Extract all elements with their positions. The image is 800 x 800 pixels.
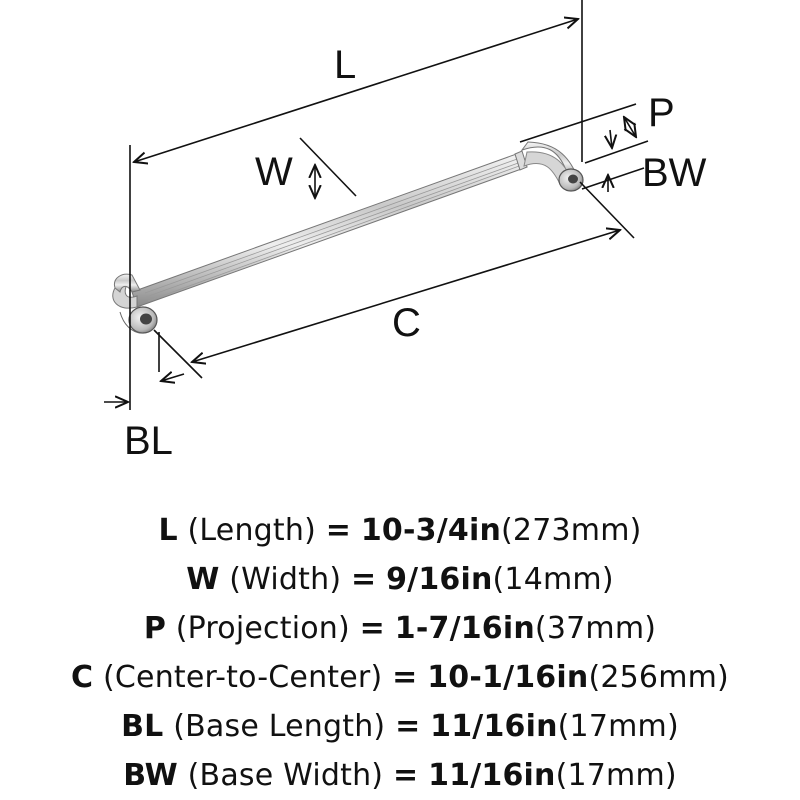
C-dimension-arrow	[192, 230, 620, 362]
spec-name: (Base Width)	[187, 758, 384, 793]
spec-code: W	[186, 562, 220, 597]
spec-row-projection: P (Projection) = 1-7/16in(37mm)	[0, 604, 800, 653]
spec-equals: =	[351, 562, 377, 597]
spec-row-center-to-center: C (Center-to-Center) = 10-1/16in(256mm)	[0, 653, 800, 702]
spec-name: (Base Length)	[173, 709, 386, 744]
spec-imperial: 11/16in	[428, 758, 556, 793]
spec-equals: =	[395, 709, 421, 744]
spec-imperial: 10-1/16in	[427, 660, 589, 695]
spec-name: (Center-to-Center)	[103, 660, 383, 695]
extension-lines	[129, 0, 649, 410]
spec-code: P	[143, 611, 167, 646]
spec-name: (Length)	[187, 513, 317, 548]
W-label: W	[255, 150, 293, 194]
spec-row-width: W (Width) = 9/16in(14mm)	[0, 555, 800, 604]
spec-code: C	[71, 660, 94, 695]
spec-metric: (273mm)	[501, 513, 642, 548]
spec-metric: (37mm)	[534, 611, 657, 646]
specification-list: L (Length) = 10-3/4in(273mm) W (Width) =…	[0, 506, 800, 800]
BL-label: BL	[124, 419, 173, 463]
BW-label: BW	[642, 151, 707, 195]
spec-metric: (256mm)	[588, 660, 729, 695]
spec-code: BW	[123, 758, 178, 793]
spec-imperial: 9/16in	[386, 562, 493, 597]
spec-name: (Projection)	[175, 611, 350, 646]
handle-left-leg	[112, 273, 141, 309]
right-base	[558, 168, 584, 192]
spec-name: (Width)	[229, 562, 342, 597]
spec-row-length: L (Length) = 10-3/4in(273mm)	[0, 506, 800, 555]
spec-equals: =	[392, 660, 418, 695]
spec-metric: (17mm)	[557, 709, 679, 744]
handle-dimension-diagram: L W P BW C BL	[104, 0, 707, 463]
P-dimension-tick	[610, 129, 612, 148]
L-dimension-arrow	[134, 19, 578, 162]
L-label: L	[334, 43, 356, 87]
spec-equals: =	[392, 758, 419, 793]
spec-metric: (17mm)	[555, 758, 677, 793]
BL-arrow-right	[161, 374, 185, 381]
P-label: P	[648, 91, 675, 135]
P-dimension-arrow	[624, 117, 636, 137]
spec-row-base-width: BW (Base Width) = 11/16in(17mm)	[0, 751, 800, 800]
handle-bar	[131, 150, 528, 308]
spec-equals: =	[325, 513, 352, 548]
left-base	[119, 306, 158, 334]
spec-imperial: 1-7/16in	[394, 611, 535, 646]
spec-imperial: 11/16in	[430, 709, 558, 744]
spec-row-base-length: BL (Base Length) = 11/16in(17mm)	[0, 702, 800, 751]
C-label: C	[392, 301, 421, 345]
spec-imperial: 10-3/4in	[360, 513, 502, 548]
spec-equals: =	[359, 611, 386, 646]
spec-code: BL	[121, 709, 164, 744]
spec-metric: (14mm)	[492, 562, 614, 597]
spec-code: L	[158, 513, 178, 548]
